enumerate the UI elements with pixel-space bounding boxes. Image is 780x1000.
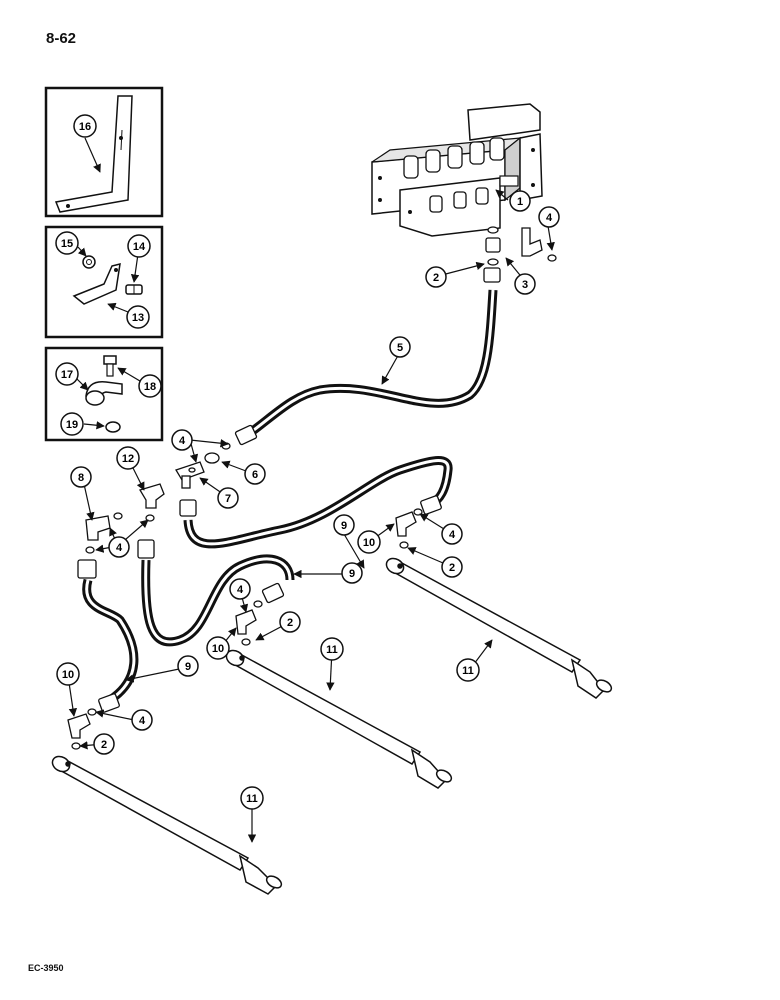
svg-text:11: 11 [246, 793, 258, 805]
callout-2: 2 [93, 733, 115, 755]
svg-text:15: 15 [61, 238, 73, 250]
callout-4: 4 [441, 523, 463, 545]
svg-text:8: 8 [78, 472, 84, 484]
svg-text:17: 17 [61, 369, 73, 381]
svg-text:4: 4 [179, 435, 186, 447]
svg-text:4: 4 [139, 715, 146, 727]
svg-text:9: 9 [185, 661, 191, 673]
callout-2: 2 [425, 266, 447, 288]
hose-9-upper-fittings [179, 495, 442, 549]
cylinder-right [385, 557, 613, 699]
svg-text:4: 4 [116, 542, 123, 554]
svg-text:18: 18 [144, 381, 156, 393]
svg-text:14: 14 [133, 241, 146, 253]
hose-5 [237, 289, 498, 444]
svg-text:3: 3 [522, 279, 528, 291]
svg-text:11: 11 [326, 644, 338, 656]
svg-text:11: 11 [462, 665, 474, 677]
hose-9-middle [141, 554, 295, 647]
valve-fittings [483, 226, 557, 283]
callout-10: 10 [56, 662, 80, 686]
callout-4: 4 [108, 536, 130, 558]
callout-9: 9 [177, 655, 199, 677]
callout-9: 9 [341, 562, 363, 584]
callout-4: 4 [171, 429, 193, 451]
callout-13: 13 [126, 305, 150, 329]
callout-5: 5 [389, 336, 411, 358]
svg-text:9: 9 [349, 568, 355, 580]
inset-bracket-box [44, 86, 164, 218]
callout-11: 11 [240, 786, 264, 810]
svg-text:4: 4 [449, 529, 456, 541]
hose-9-lower-fittings [67, 559, 120, 750]
document-code: EC-3950 [28, 963, 64, 973]
hose-9-middle-fittings [137, 539, 285, 646]
callout-10: 10 [357, 530, 381, 554]
svg-text:1: 1 [517, 196, 523, 208]
svg-text:6: 6 [252, 469, 258, 481]
callout-2: 2 [279, 611, 301, 633]
callout-15: 15 [55, 231, 79, 255]
svg-text:12: 12 [122, 453, 134, 465]
callout-11: 11 [456, 658, 480, 682]
callout-1: 1 [509, 190, 531, 212]
inset-clamp-box [44, 346, 164, 442]
hose-9-lower [82, 578, 139, 704]
callout-16: 16 [73, 114, 97, 138]
callout-10: 10 [206, 636, 230, 660]
callout-4: 4 [131, 709, 153, 731]
callout-3: 3 [514, 273, 536, 295]
callout-11: 11 [320, 637, 344, 661]
callout-9: 9 [333, 514, 355, 536]
page-number: 8-62 [46, 30, 77, 47]
svg-text:10: 10 [212, 643, 224, 655]
callout-4: 4 [538, 206, 560, 228]
callout-14: 14 [127, 234, 151, 258]
callout-2: 2 [441, 556, 463, 578]
callout-17: 17 [55, 362, 79, 386]
callout-8: 8 [70, 466, 92, 488]
callout-12: 12 [116, 446, 140, 470]
hose-5-fittings [204, 424, 258, 464]
svg-text:2: 2 [449, 562, 455, 574]
svg-text:7: 7 [225, 493, 231, 505]
tee-fittings [85, 461, 205, 554]
callout-7: 7 [217, 487, 239, 509]
callout-6: 6 [244, 463, 266, 485]
control-valve [371, 103, 543, 237]
svg-text:2: 2 [287, 617, 293, 629]
callout-4: 4 [229, 578, 251, 600]
svg-text:19: 19 [66, 419, 78, 431]
svg-text:9: 9 [341, 520, 347, 532]
inset-angle-clip-box [44, 225, 164, 339]
svg-text:4: 4 [546, 212, 553, 224]
svg-text:5: 5 [397, 342, 403, 354]
svg-text:10: 10 [62, 669, 74, 681]
svg-text:10: 10 [363, 537, 375, 549]
svg-text:2: 2 [433, 272, 439, 284]
callout-19: 19 [60, 412, 84, 436]
cylinder-left [51, 755, 283, 895]
svg-text:4: 4 [237, 584, 244, 596]
cylinder-middle [225, 649, 453, 789]
svg-text:2: 2 [101, 739, 107, 751]
svg-text:16: 16 [79, 121, 91, 133]
svg-text:13: 13 [132, 312, 144, 324]
callout-18: 18 [138, 374, 162, 398]
hose-9-upper [183, 456, 453, 549]
